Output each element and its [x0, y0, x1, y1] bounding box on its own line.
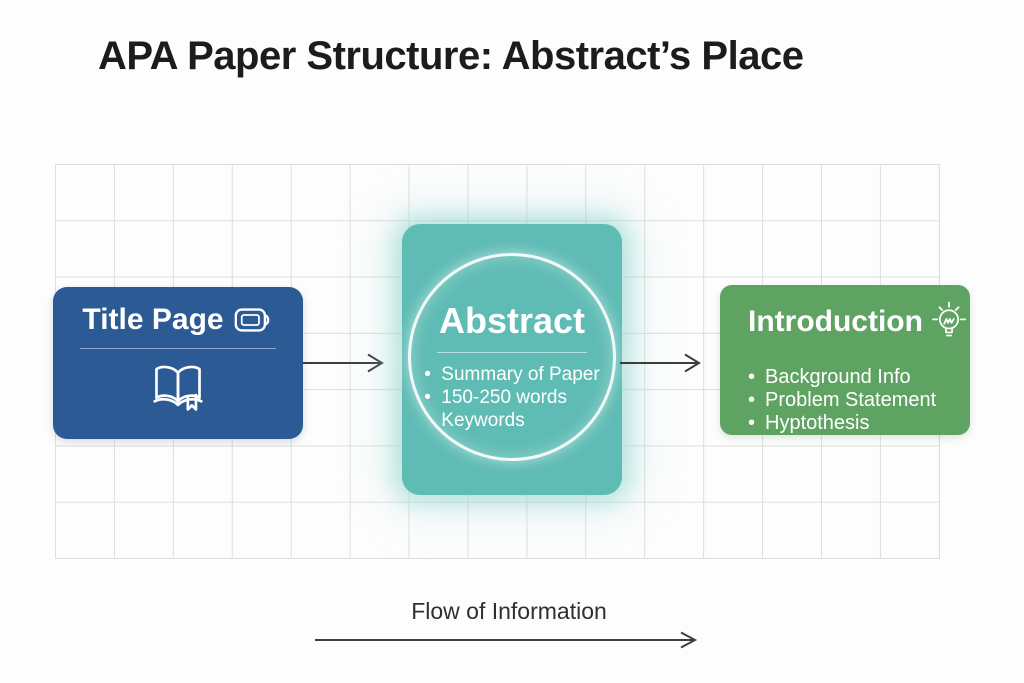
list-item: Background Info	[748, 366, 936, 389]
abstract-circle: Abstract Summary of Paper 150-250 words …	[408, 253, 616, 461]
arrow-title-to-abstract	[303, 353, 384, 373]
lightbulb-icon	[929, 299, 969, 345]
open-book-icon	[149, 361, 207, 413]
node-title-page: Title Page	[53, 287, 303, 439]
introduction-header: Introduction	[748, 299, 969, 345]
arrow-abstract-to-introduction	[620, 353, 701, 373]
abstract-bullet-list: Summary of Paper 150-250 words Keywords	[424, 363, 599, 432]
title-page-label: Title Page	[82, 303, 224, 336]
abstract-divider	[437, 352, 587, 353]
title-page-header: Title Page	[82, 303, 273, 337]
introduction-label: Introduction	[748, 305, 923, 338]
flow-label: Flow of Information	[411, 598, 607, 624]
introduction-bullet-list: Background Info Problem Statement Hyptot…	[748, 366, 936, 435]
list-item: Keywords	[441, 410, 525, 431]
flow-arrow	[315, 631, 698, 649]
abstract-label: Abstract	[438, 300, 586, 341]
title-page-divider	[80, 348, 276, 349]
list-item: Problem Statement	[748, 389, 936, 412]
flow-caption: Flow of Information	[313, 598, 705, 650]
list-item: Hyptothesis	[748, 412, 936, 435]
node-abstract: Abstract Summary of Paper 150-250 words …	[402, 224, 622, 495]
node-introduction: Introduction Background Info Problem Sta…	[720, 285, 970, 435]
page-title: APA Paper Structure: Abstract’s Place	[98, 34, 804, 78]
list-item: 150-250 words	[424, 386, 599, 409]
list-item: Summary of Paper	[424, 363, 599, 386]
battery-icon	[234, 306, 274, 334]
